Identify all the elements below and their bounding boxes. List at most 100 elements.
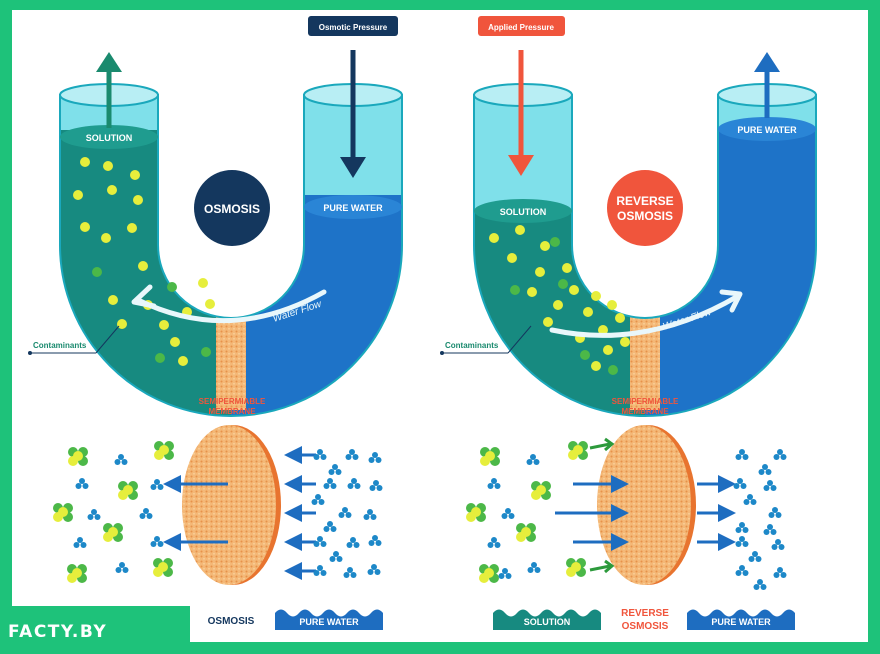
molecule-icon bbox=[329, 551, 343, 562]
molecule-icon bbox=[498, 568, 512, 579]
water-flow-arrow-left bbox=[135, 289, 327, 324]
contaminant-icon bbox=[118, 481, 138, 500]
membrane-label-left-2: MEMBRANE bbox=[208, 407, 256, 416]
molecule-icon bbox=[773, 449, 787, 460]
contaminant-icon bbox=[466, 503, 486, 522]
molecule-icon bbox=[139, 508, 153, 519]
membrane-disc-right bbox=[597, 425, 696, 585]
molecule-icon bbox=[323, 478, 337, 489]
wave-icon bbox=[275, 609, 383, 630]
molecule-icon bbox=[735, 565, 749, 576]
wave-icon bbox=[493, 609, 601, 630]
contaminant-icon bbox=[566, 558, 586, 577]
molecule-icon bbox=[311, 494, 325, 505]
molecule-icon bbox=[763, 480, 777, 491]
molecule-icon bbox=[368, 452, 382, 463]
molecule-icon bbox=[87, 509, 101, 520]
molecule-icon bbox=[733, 478, 747, 489]
contaminants-label-right: Contaminants bbox=[445, 341, 499, 350]
membrane-label-right-2: MEMBRANE bbox=[621, 407, 669, 416]
molecule-layer bbox=[53, 441, 787, 590]
contaminant-dots-left bbox=[73, 157, 215, 366]
molecule-icon bbox=[487, 537, 501, 548]
molecule-icon bbox=[763, 524, 777, 535]
molecule-icon bbox=[368, 535, 382, 546]
molecule-icon bbox=[328, 464, 342, 475]
membrane-disc-left bbox=[182, 425, 281, 585]
molecule-icon bbox=[487, 478, 501, 489]
osmosis-diagram: Water Flow SOLUTION PURE WATER OSMOSIS O… bbox=[28, 16, 817, 632]
contaminant-icon bbox=[153, 558, 173, 577]
molecule-icon bbox=[527, 562, 541, 573]
solution-bottom-right: SOLUTION bbox=[524, 617, 571, 627]
water-flow-arrowhead-right bbox=[719, 289, 743, 313]
osmotic-pressure-label: Osmotic Pressure bbox=[319, 23, 388, 32]
molecule-icon bbox=[753, 579, 767, 590]
molecule-icon bbox=[363, 509, 377, 520]
tube-membrane bbox=[216, 290, 246, 410]
contaminant-icon bbox=[516, 523, 536, 542]
wave-icon bbox=[687, 609, 795, 630]
molecule-icon bbox=[369, 480, 383, 491]
solution-label-left: SOLUTION bbox=[86, 133, 133, 143]
molecule-icon bbox=[758, 464, 772, 475]
water-flow-arrowhead-left bbox=[131, 284, 157, 309]
contaminant-dots-right-green bbox=[510, 237, 618, 375]
membrane-label-left-1: SEMIPERMIABLE bbox=[199, 397, 266, 406]
applied-pressure-label: Applied Pressure bbox=[488, 23, 554, 32]
molecule-icon bbox=[323, 521, 337, 532]
molecule-icon bbox=[748, 551, 762, 562]
osmosis-badge-label: OSMOSIS bbox=[204, 202, 260, 216]
arrow-up-icon bbox=[754, 52, 780, 118]
reverse-osmosis-badge-line1: REVERSE bbox=[616, 194, 673, 208]
molecule-icon bbox=[743, 494, 757, 505]
molecule-icon bbox=[735, 449, 749, 460]
molecule-icon bbox=[150, 479, 164, 490]
flow-arrows-left bbox=[163, 446, 316, 580]
contaminant-icon bbox=[103, 523, 123, 542]
contaminant-icon bbox=[154, 441, 174, 460]
contaminant-icon bbox=[479, 564, 499, 583]
contaminant-icon bbox=[480, 447, 500, 466]
brand-tab bbox=[0, 606, 190, 654]
contaminant-dots-left-green bbox=[92, 267, 211, 363]
reverse-bottom-label-1: REVERSE bbox=[621, 608, 669, 619]
contaminant-dots-right bbox=[489, 225, 630, 371]
contaminant-icon bbox=[53, 503, 73, 522]
contaminant-icon bbox=[67, 564, 87, 583]
molecule-icon bbox=[313, 536, 327, 547]
molecule-icon bbox=[526, 454, 540, 465]
molecule-icon bbox=[150, 536, 164, 547]
blocked-arrows-right bbox=[589, 437, 615, 574]
molecule-icon bbox=[313, 449, 327, 460]
osmosis-bottom-box bbox=[203, 606, 259, 628]
arrow-up-icon bbox=[96, 52, 122, 128]
pure-water-label-left: PURE WATER bbox=[323, 203, 383, 213]
arrow-down-icon bbox=[508, 50, 534, 176]
molecule-icon bbox=[338, 507, 352, 518]
contaminant-icon bbox=[568, 441, 588, 460]
membrane-label-right-1: SEMIPERMIABLE bbox=[612, 397, 679, 406]
molecule-icon bbox=[347, 478, 361, 489]
osmosis-bottom-label: OSMOSIS bbox=[208, 616, 255, 627]
reverse-bottom-label-2: OSMOSIS bbox=[622, 621, 669, 632]
molecule-icon bbox=[773, 567, 787, 578]
contaminants-label-left: Contaminants bbox=[33, 341, 87, 350]
flow-arrows-right bbox=[555, 475, 736, 551]
contaminant-icon bbox=[531, 481, 551, 500]
molecule-icon bbox=[114, 454, 128, 465]
molecule-icon bbox=[115, 562, 129, 573]
molecule-icon bbox=[345, 449, 359, 460]
molecule-icon bbox=[367, 564, 381, 575]
solution-label-right: SOLUTION bbox=[500, 207, 547, 217]
molecule-icon bbox=[501, 508, 515, 519]
molecule-icon bbox=[343, 567, 357, 578]
molecule-icon bbox=[346, 537, 360, 548]
contaminant-icon bbox=[68, 447, 88, 466]
pure-water-label-right: PURE WATER bbox=[737, 125, 797, 135]
pure-water-bottom-left: PURE WATER bbox=[299, 617, 359, 627]
water-flow-arrow-right bbox=[549, 293, 741, 338]
brand-logo: FACTY.BY bbox=[8, 622, 108, 642]
molecule-icon bbox=[73, 537, 87, 548]
osmotic-pressure-tag bbox=[308, 16, 398, 36]
